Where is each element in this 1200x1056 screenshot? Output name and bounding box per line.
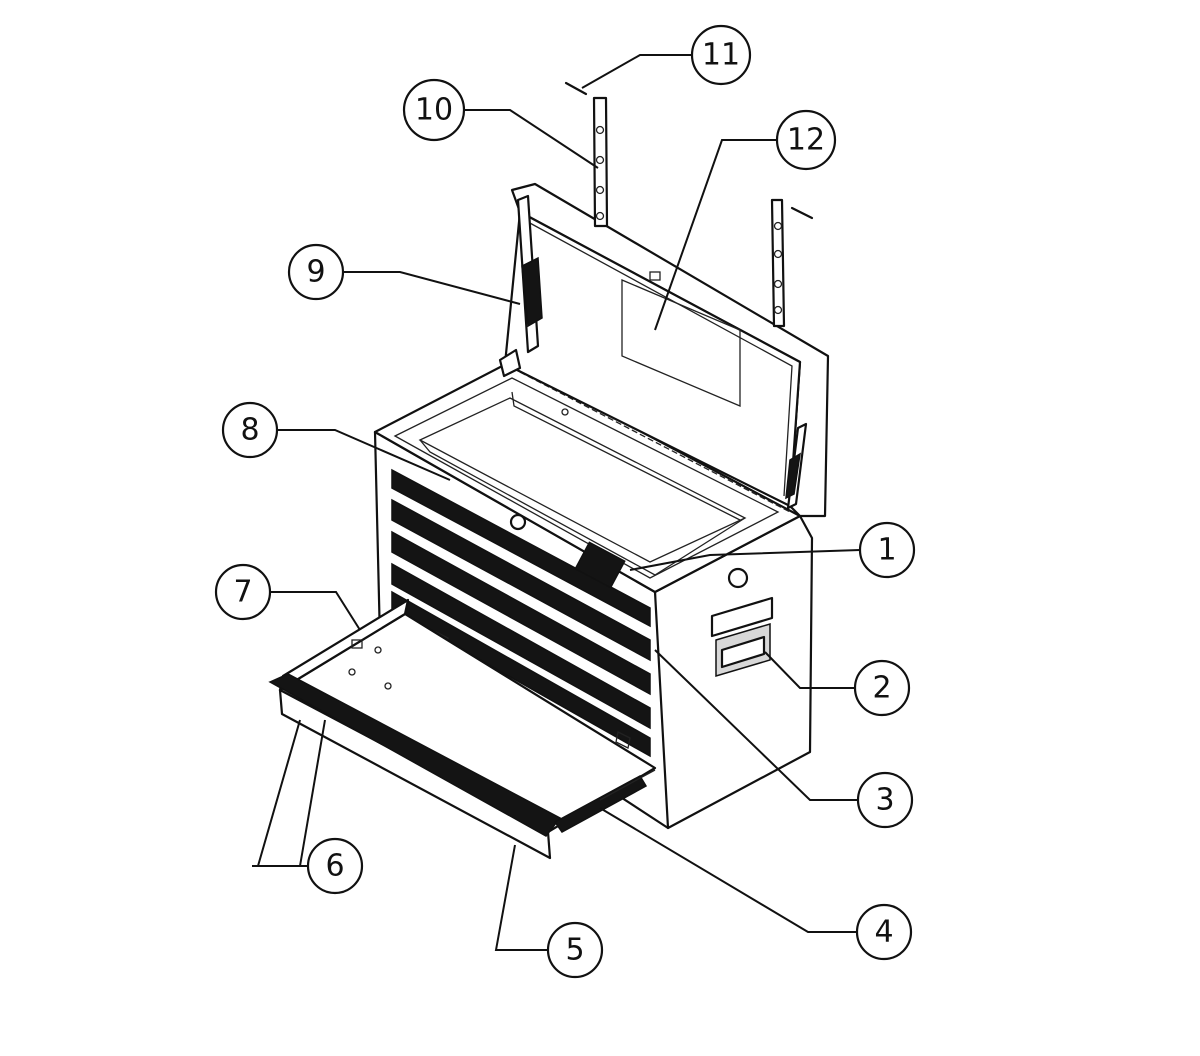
callout-label: 5 [565, 933, 584, 968]
callout-7: 7 [214, 563, 272, 621]
lid-label-plate [621, 279, 741, 407]
drawer-front-2 [391, 498, 651, 662]
drawer-front-4 [391, 562, 651, 730]
callout-bubble [690, 24, 752, 86]
slide-strips [564, 81, 814, 328]
callout-bubble [853, 659, 911, 717]
side-hole [727, 567, 749, 589]
callout-label: 1 [877, 533, 896, 568]
callout-bubble [221, 401, 279, 459]
callout-5: 5 [546, 921, 604, 979]
callout-label: 8 [240, 413, 259, 448]
callout-bubble [858, 521, 916, 579]
drawer-front-3 [391, 530, 651, 696]
drawer-slide [553, 774, 648, 833]
callout-label: 6 [325, 849, 344, 884]
drawer-front-5 [391, 590, 651, 758]
callout-label: 11 [702, 38, 740, 73]
callout-3: 3 [856, 771, 914, 829]
callout-label: 3 [875, 783, 894, 818]
drawer-front-1 [391, 468, 651, 628]
screw-left [564, 81, 588, 96]
callout-2: 2 [853, 659, 911, 717]
drawer-stack [391, 468, 651, 758]
callout-label: 2 [872, 671, 891, 706]
callout-label: 7 [233, 575, 252, 610]
lid [498, 182, 830, 518]
screw-right [790, 206, 814, 220]
callout-label: 4 [874, 915, 893, 950]
open-drawer [268, 598, 657, 860]
callout-10: 10 [402, 78, 466, 142]
callout-bubble [546, 921, 604, 979]
drawer-handle-bar [268, 673, 562, 837]
callout-bubble [775, 109, 837, 171]
callout-bubble [855, 903, 913, 961]
callout-bubble [214, 563, 272, 621]
callout-bubble [287, 243, 345, 301]
callout-8: 8 [221, 401, 279, 459]
callout-4: 4 [855, 903, 913, 961]
callout-bubble [402, 78, 466, 142]
leader-lines [252, 54, 861, 951]
lock-cylinder [509, 513, 527, 531]
callout-bubble [856, 771, 914, 829]
callout-11: 11 [690, 24, 752, 86]
side-handle [710, 567, 774, 678]
callout-12: 12 [775, 109, 837, 171]
slide-strip-right [770, 198, 786, 328]
callout-6: 6 [306, 837, 364, 895]
callout-1: 1 [858, 521, 916, 579]
callout-bubble [306, 837, 364, 895]
callout-label: 10 [415, 93, 453, 128]
slide-strip-left [592, 96, 609, 228]
callout-label: 9 [306, 255, 325, 290]
callout-9: 9 [287, 243, 345, 301]
callout-label: 12 [787, 123, 825, 158]
lock-plate [574, 541, 626, 589]
